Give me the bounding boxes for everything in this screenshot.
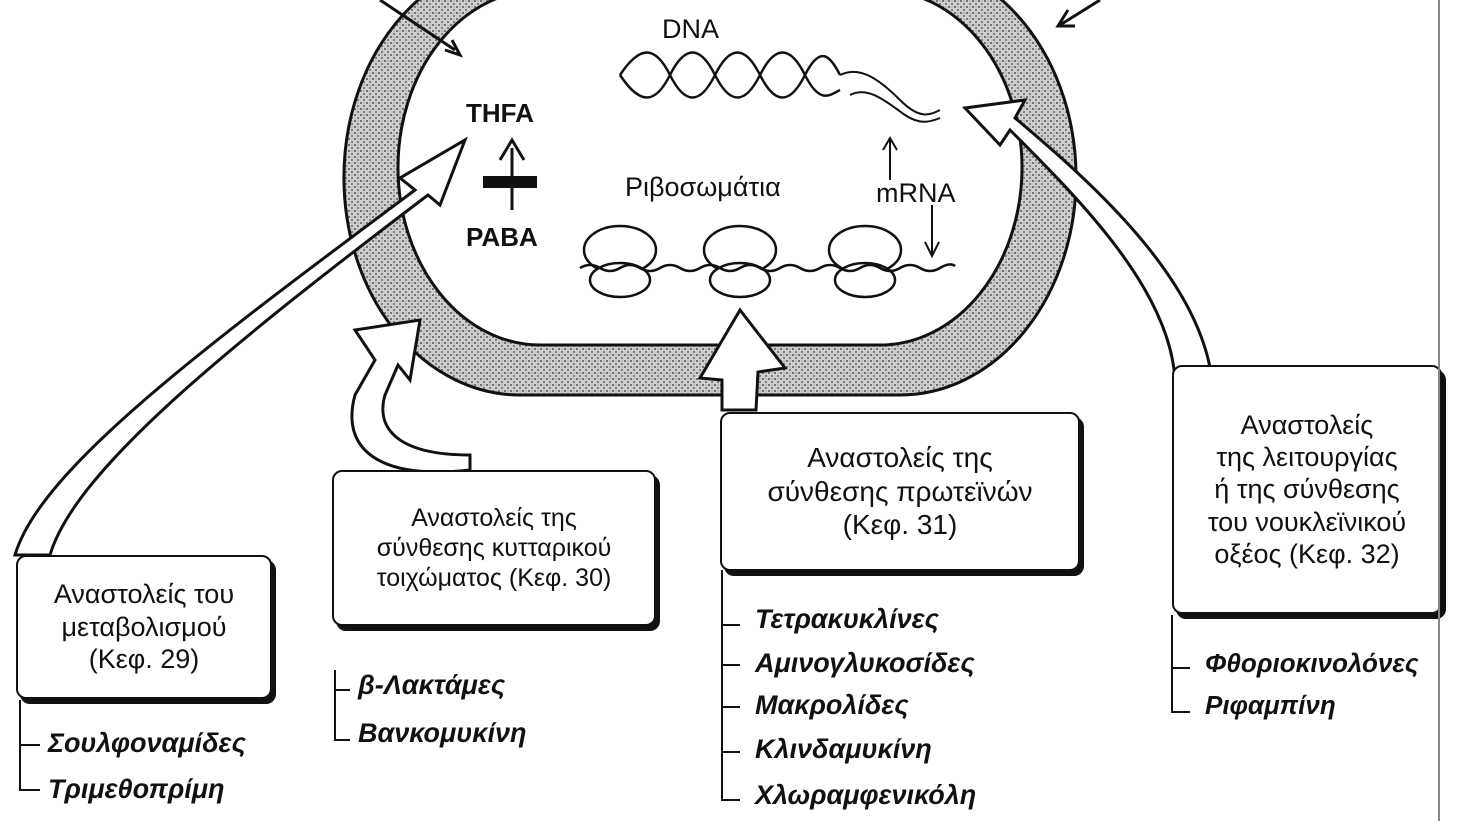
drug-beta-lactams: β-Λακτάμες (358, 670, 505, 701)
box-line: Αναστολείς (1241, 409, 1374, 441)
box-line: μεταβολισμού (61, 611, 226, 643)
ribosomes-label: Ριβοσωμάτια (625, 172, 781, 203)
box-line: ή της σύνθεσης (1214, 473, 1399, 505)
drug-clindamycin: Κλινδαμυκίνη (755, 734, 932, 765)
box-line: τοιχώματος (Κεφ. 30) (377, 563, 612, 593)
drug-aminoglycosides: Αμινογλυκοσίδες (755, 648, 975, 679)
thfa-label: THFA (466, 98, 534, 129)
box-line: σύνθεσης κυτταρικού (377, 533, 612, 563)
drug-fluoroquinolones: Φθοριοκινολόνες (1205, 648, 1419, 679)
drug-rifampin: Ριφαμπίνη (1205, 690, 1336, 721)
drug-chloramphenicol: Χλωραμφενικόλη (755, 780, 976, 811)
page-edge-line (1438, 0, 1440, 821)
box-line: Αναστολείς της (807, 441, 992, 475)
box-line: (Κεφ. 29) (89, 643, 200, 675)
box-line: της λειτουργίας (1216, 441, 1397, 473)
drug-sulfonamides: Σουλφοναμίδες (48, 728, 246, 759)
paba-label: PABA (466, 222, 538, 253)
protein-synthesis-inhibitors-box: Αναστολείς της σύνθεσης πρωτεϊνών (Κεφ. … (720, 412, 1080, 571)
nucleic-acid-inhibitors-box: Αναστολείς της λειτουργίας ή της σύνθεση… (1172, 365, 1442, 614)
drug-trimethoprim: Τριμεθοπρίμη (48, 774, 224, 805)
cell-wall-inhibitors-box: Αναστολείς της σύνθεσης κυτταρικού τοιχώ… (332, 470, 656, 626)
drug-tetracyclines: Τετρακυκλίνες (755, 604, 939, 635)
drug-macrolides: Μακρολίδες (755, 690, 909, 721)
box-line: σύνθεσης πρωτεϊνών (767, 475, 1032, 509)
box-line: Αναστολείς του (54, 578, 234, 610)
mrna-label: mRNA (876, 178, 956, 209)
metabolism-inhibitors-box: Αναστολείς του μεταβολισμού (Κεφ. 29) (16, 555, 272, 699)
box-line: του νουκλεϊνικού (1208, 506, 1406, 538)
dna-label: DNA (662, 14, 719, 45)
box-line: οξέος (Κεφ. 32) (1214, 538, 1399, 570)
box-line: Αναστολείς της (411, 503, 577, 533)
drug-vancomycin: Βανκομυκίνη (358, 718, 527, 749)
box-line: (Κεφ. 31) (843, 508, 958, 542)
